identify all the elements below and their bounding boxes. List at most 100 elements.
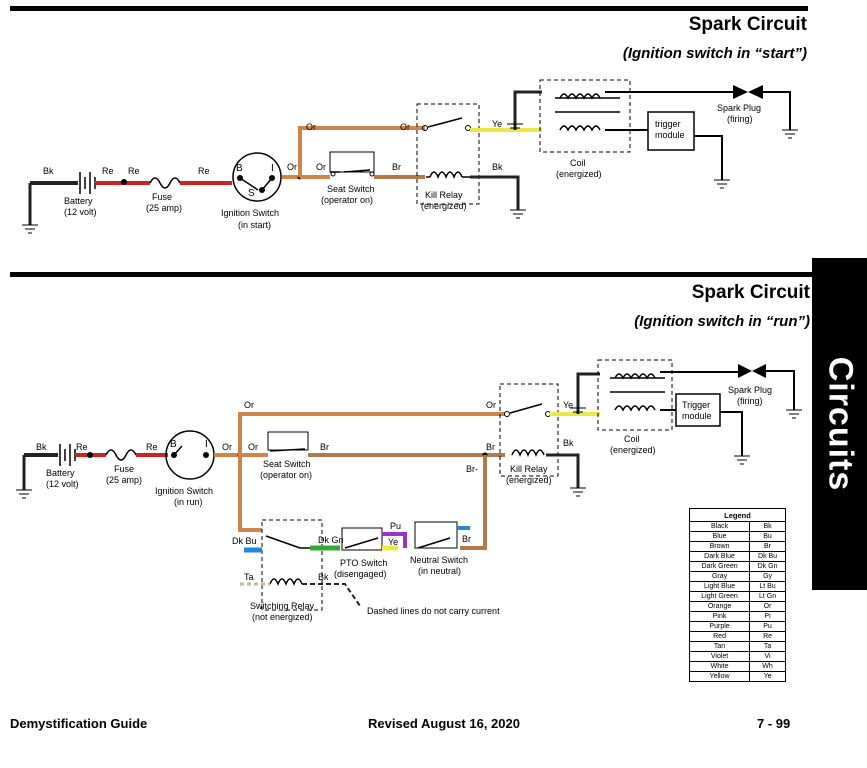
bottom-title: Spark Circuit (691, 282, 810, 303)
b-trigger1: Trigger (682, 400, 710, 410)
b-battery-sub: (12 volt) (46, 479, 79, 489)
b-switching: Switching Relay (250, 601, 315, 611)
legend-abbrev: Re (749, 631, 786, 642)
b-br4: Br (462, 534, 471, 544)
legend-abbrev: Wh (749, 661, 786, 672)
t-plug-sub: (firing) (727, 114, 753, 124)
b-switching-sub: (not energized) (252, 612, 313, 622)
t-or4: Or (400, 122, 410, 132)
t-seat-sub: (operator on) (321, 195, 373, 205)
t-kill-sub: (energized) (421, 201, 467, 211)
b-fuse-sub: (25 amp) (106, 475, 142, 485)
legend-abbrev: Gy (749, 571, 786, 582)
legend-abbrev: Ye (749, 671, 786, 682)
b-trigger2: module (682, 411, 712, 421)
top-rule (10, 6, 808, 11)
b-pto: PTO Switch (340, 558, 387, 568)
b-ign-b: B (170, 439, 177, 450)
footer-center: Revised August 16, 2020 (368, 716, 520, 731)
b-coil: Coil (624, 434, 640, 444)
b-ign-i: I (205, 439, 208, 450)
bottom-diagram (16, 359, 802, 611)
legend-abbrev: Lt Gn (749, 591, 786, 602)
b-neutral: Neutral Switch (410, 555, 468, 565)
b-pu: Pu (390, 521, 401, 531)
legend-color-name: Tan (688, 641, 751, 652)
legend-abbrev: Ta (749, 641, 786, 652)
b-or3: Or (248, 442, 258, 452)
b-re2: Re (146, 442, 158, 452)
b-ign-sub: (in run) (174, 497, 203, 507)
t-re3: Re (198, 166, 210, 176)
b-dkbu: Dk Bu (232, 536, 257, 546)
legend-abbrev: Pu (749, 621, 786, 632)
t-ign: Ignition Switch (221, 208, 279, 218)
legend-abbrev: Pi (749, 611, 786, 622)
t-re1: Re (102, 166, 114, 176)
t-kill: Kill Relay (425, 190, 463, 200)
section-tab: Circuits (812, 258, 867, 590)
b-kill: Kill Relay (510, 464, 548, 474)
top-title: Spark Circuit (688, 14, 807, 35)
bottom-subtitle: (Ignition switch in “run”) (634, 313, 810, 330)
legend-abbrev: Br (749, 541, 786, 552)
b-dkgn: Dk Gn (318, 535, 344, 545)
bottom-diagram-labels: Bk Re Re Or Or Or Or Br Br Br- Br Bk Ye … (36, 385, 772, 622)
b-dashed-note: Dashed lines do not carry current (367, 606, 500, 616)
b-or4: Or (486, 400, 496, 410)
t-or1: Or (287, 162, 297, 172)
t-trigger2: module (655, 130, 685, 140)
legend-abbrev: Dk Bu (749, 551, 786, 562)
b-coil-sub: (energized) (610, 445, 656, 455)
b-plug: Spark Plug (728, 385, 772, 395)
b-ta: Ta (244, 572, 254, 582)
t-plug: Spark Plug (717, 103, 761, 113)
legend-color-name: Blue (688, 531, 751, 542)
t-trigger1: trigger (655, 119, 681, 129)
t-ign-s: S (248, 188, 255, 199)
t-seat: Seat Switch (327, 184, 375, 194)
b-br1: Br (320, 442, 329, 452)
legend-abbrev: Bk (749, 521, 786, 532)
t-or2: Or (306, 122, 316, 132)
legend-abbrev: Bu (749, 531, 786, 542)
legend-color-name: Pink (688, 611, 751, 622)
b-ye: Ye (563, 400, 573, 410)
t-ign-sub: (in start) (238, 220, 271, 230)
b-battery: Battery (46, 468, 75, 478)
legend-color-name: Dark Green (688, 561, 751, 572)
t-br: Br (392, 162, 401, 172)
t-bk2: Bk (492, 162, 503, 172)
t-or3: Or (316, 162, 326, 172)
t-bk: Bk (43, 166, 54, 176)
footer-left: Demystification Guide (10, 716, 148, 731)
t-battery-sub: (12 volt) (64, 207, 97, 217)
b-pto-sub: (disengaged) (334, 569, 387, 579)
b-fuse: Fuse (114, 464, 134, 474)
b-seat: Seat Switch (263, 459, 311, 469)
t-coil-sub: (energized) (556, 169, 602, 179)
b-ign: Ignition Switch (155, 486, 213, 496)
t-fuse: Fuse (152, 192, 172, 202)
legend-color-name: Light Green (688, 591, 751, 602)
legend-color-name: Light Blue (688, 581, 751, 592)
top-subtitle: (Ignition switch in “start”) (622, 45, 807, 62)
t-ign-i: I (271, 163, 274, 174)
legend-abbrev: Lt Bu (749, 581, 786, 592)
top-diagram (22, 79, 798, 234)
b-ye2: Ye (388, 537, 398, 547)
legend-color-name: Purple (688, 621, 751, 632)
b-bk: Bk (36, 442, 47, 452)
b-kill-sub: (energized) (506, 475, 552, 485)
t-coil: Coil (570, 158, 586, 168)
b-or2: Or (244, 400, 254, 410)
